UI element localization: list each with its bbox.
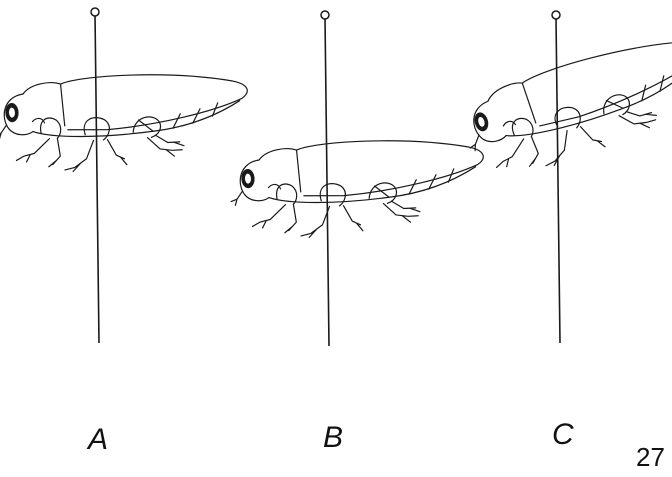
panel-label-a: A bbox=[88, 425, 108, 455]
pin-head bbox=[91, 8, 99, 16]
panel-b bbox=[228, 11, 487, 346]
panel-label-b: B bbox=[323, 423, 343, 453]
beetle-icon bbox=[0, 69, 251, 176]
panel-c bbox=[455, 11, 672, 343]
panel-a bbox=[0, 8, 251, 343]
panel-label-c: C bbox=[552, 420, 574, 450]
page-number: 27 bbox=[636, 444, 665, 470]
insect-pin-icon bbox=[325, 18, 329, 346]
pin-head bbox=[552, 11, 560, 19]
insect-pin-icon bbox=[95, 14, 99, 343]
beetle-icon bbox=[228, 135, 487, 242]
pin-head bbox=[321, 11, 329, 19]
beetle-icon bbox=[455, 27, 672, 187]
